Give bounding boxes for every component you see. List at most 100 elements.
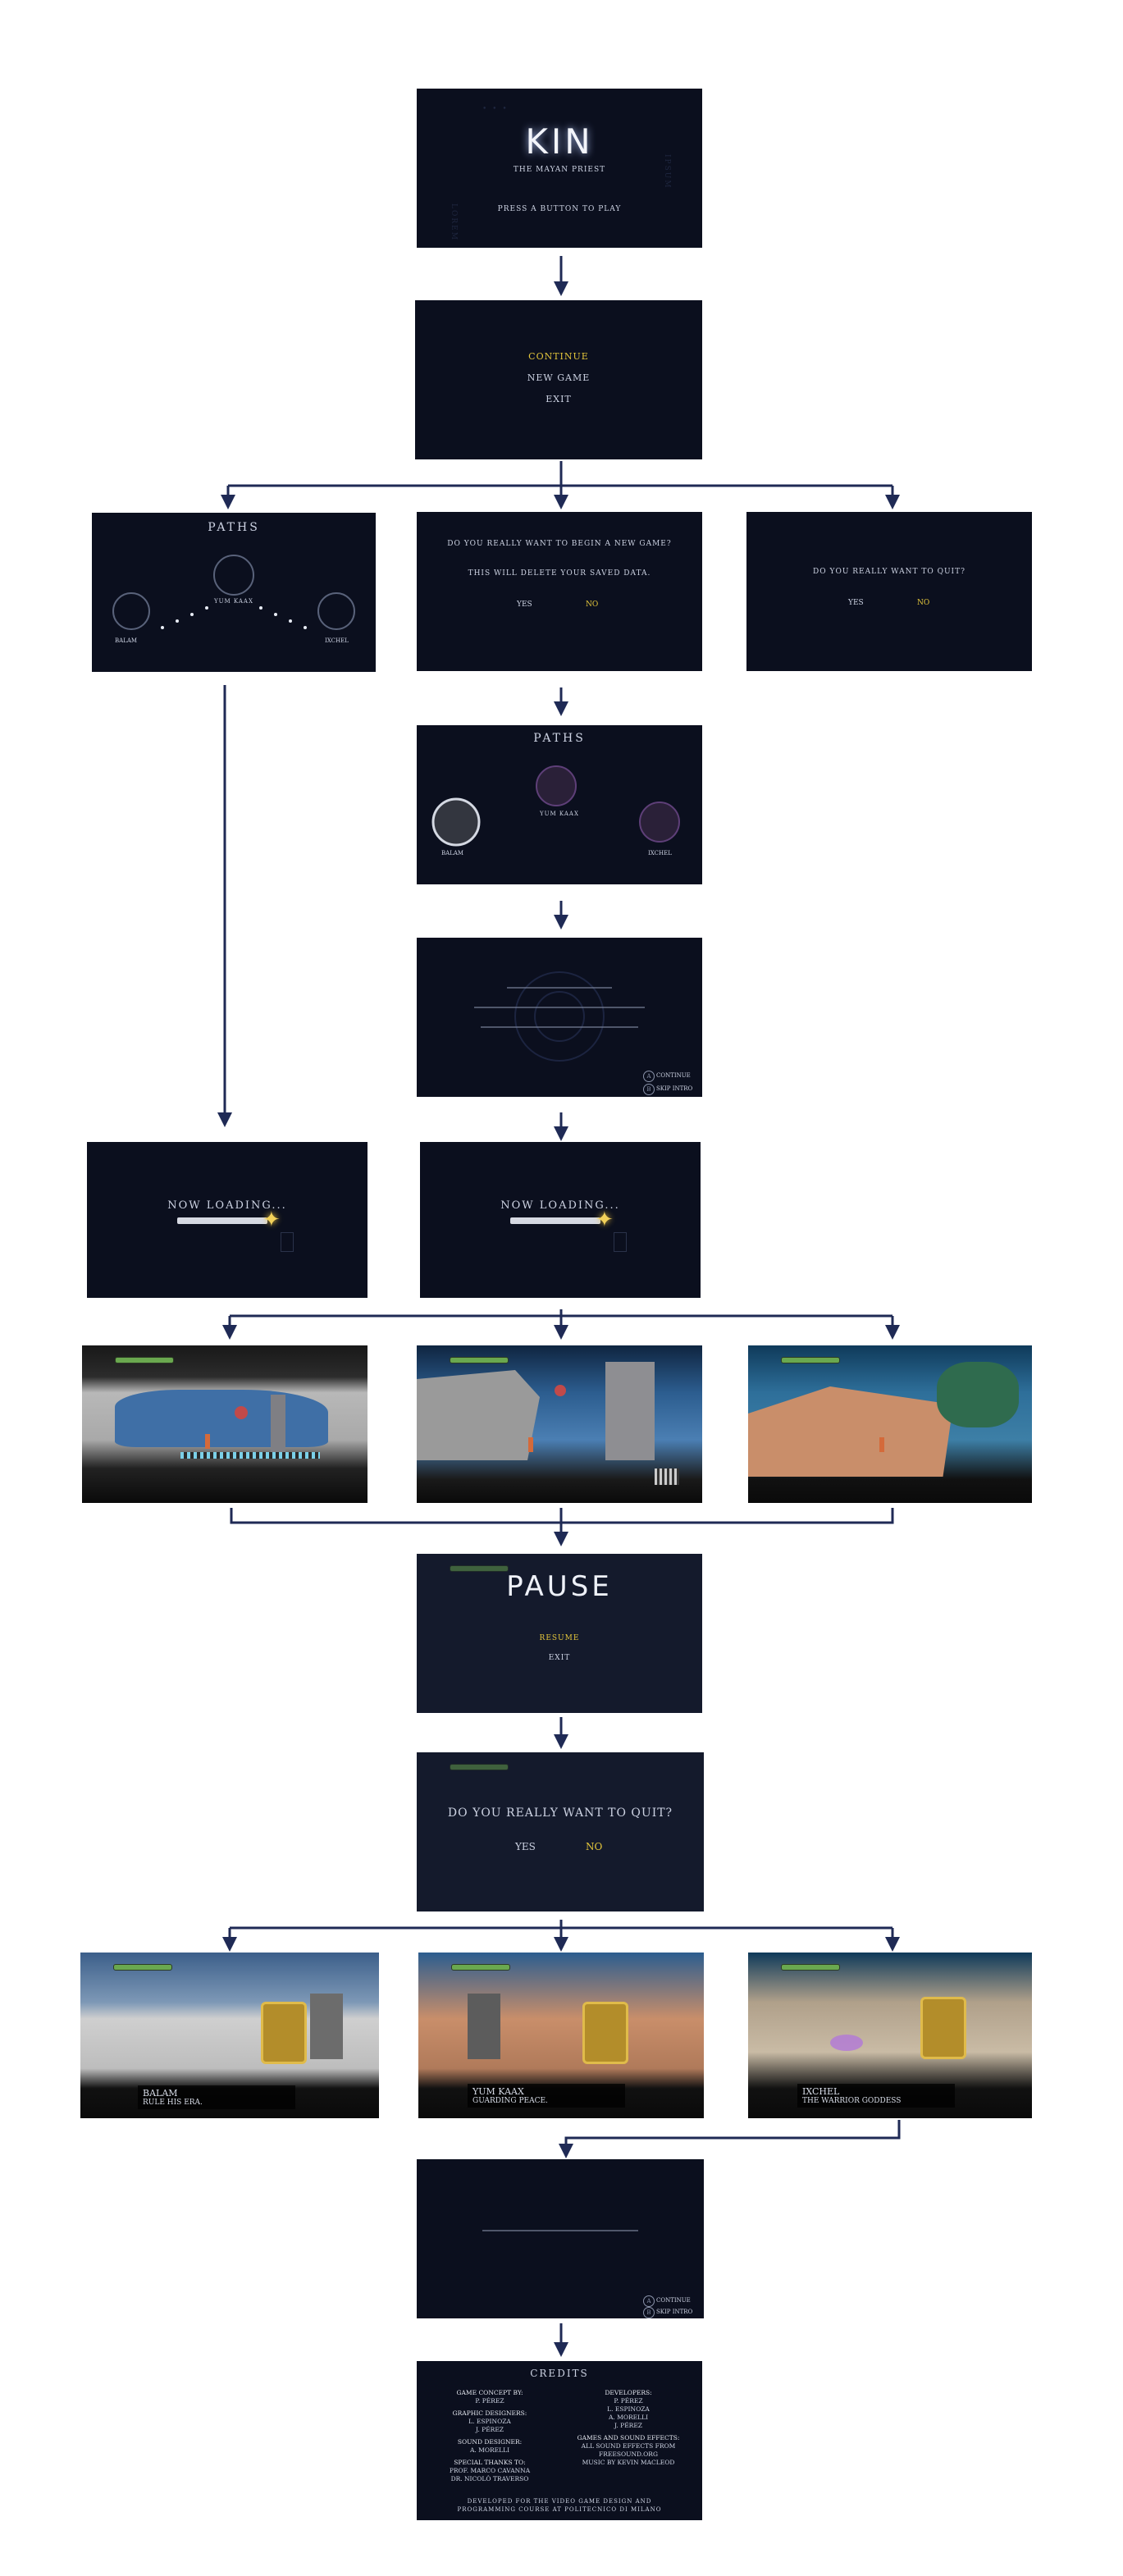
loading-spark-icon: ✦ — [596, 1208, 614, 1232]
title-screen[interactable]: • • • LOREM IPSUM KIN THE MAYAN PRIEST P… — [417, 89, 702, 248]
new-game-no-button[interactable]: NO — [586, 601, 599, 609]
loading-idol — [281, 1232, 294, 1252]
new-game-question: DO YOU REALLY WANT TO BEGIN A NEW GAME? — [447, 540, 672, 548]
a-button-icon: A — [643, 2295, 655, 2307]
golden-door — [582, 2002, 628, 2064]
crystals-floor — [180, 1452, 320, 1459]
credits-value: P. PÉREZ — [475, 2397, 504, 2405]
health-bar — [115, 1357, 174, 1363]
loading-screen-new: NOW LOADING... ✦ — [420, 1142, 701, 1298]
player-character — [205, 1434, 210, 1449]
a-button-icon: A — [643, 1071, 655, 1082]
intro-continue-button[interactable]: CONTINUE — [656, 1072, 691, 1079]
pillar — [271, 1395, 285, 1452]
ending-caption: IXCHEL THE WARRIOR GODDESS — [797, 2084, 955, 2108]
outro-story-line — [482, 2230, 638, 2231]
outro-skip-button[interactable]: SKIP INTRO — [656, 2309, 693, 2315]
paths-menu-continue: PATHS YUM KAAX BALAM IXCHEL — [92, 513, 376, 672]
health-bar — [113, 1964, 172, 1971]
golden-door — [261, 2002, 307, 2064]
pause-exit-button[interactable]: EXIT — [548, 1654, 571, 1662]
credits-value: ALL SOUND EFFECTS FROM FREESOUND.ORG MUS… — [581, 2442, 676, 2466]
intro-skip-button[interactable]: SKIP INTRO — [656, 1085, 693, 1092]
health-bar — [781, 1964, 840, 1971]
loading-idol — [614, 1232, 627, 1252]
quit-game-no-button[interactable]: NO — [586, 1841, 603, 1852]
ending-subtitle: GUARDING PEACE. — [472, 2097, 548, 2105]
credits-value: A. MORELLI — [469, 2446, 510, 2454]
outro-continue-button[interactable]: CONTINUE — [656, 2297, 691, 2304]
health-bar — [450, 1357, 509, 1363]
credits-value: PROF. MARCO CAVANNA DR. NICOLÒ TRAVERSO — [449, 2467, 531, 2482]
ending-yum-kaax: YUM KAAX GUARDING PEACE. — [418, 1953, 704, 2118]
new-game-button[interactable]: NEW GAME — [527, 372, 591, 383]
pause-title: PAUSE — [506, 1570, 613, 1603]
credits-heading: GRAPHIC DESIGNERS: — [452, 2409, 527, 2417]
credits-title: CREDITS — [530, 2368, 589, 2379]
quit-yes-button[interactable]: YES — [848, 599, 864, 607]
gameplay-ixchel[interactable] — [748, 1345, 1032, 1503]
ending-name: BALAM — [143, 2088, 178, 2099]
credits-heading: DEVELOPERS: — [605, 2389, 652, 2396]
ending-caption: BALAM RULE HIS ERA. — [138, 2085, 295, 2109]
credits-heading: SPECIAL THANKS TO: — [454, 2459, 526, 2466]
enemy-orb — [235, 1406, 248, 1419]
path-ixchel-label[interactable]: IXCHEL — [325, 637, 349, 644]
path-balam-label[interactable]: BALAM — [115, 637, 138, 644]
paths-new-title: PATHS — [533, 732, 586, 745]
quit-confirm-game: DO YOU REALLY WANT TO QUIT? YES NO — [417, 1752, 704, 1911]
b-button-icon: B — [643, 2307, 655, 2318]
player-character — [528, 1437, 533, 1452]
ending-ixchel: IXCHEL THE WARRIOR GODDESS — [748, 1953, 1032, 2118]
ixchel-medallion — [317, 592, 355, 630]
stone-totem — [310, 1994, 343, 2059]
path-yum-kaax-label[interactable]: YUM KAAX — [214, 598, 253, 605]
credits-screen: CREDITS GAME CONCEPT BY: P. PÉREZ GRAPHI… — [417, 2361, 702, 2520]
balam-medallion — [112, 592, 150, 630]
canyon-rock — [748, 1386, 953, 1477]
loading-text: NOW LOADING... — [500, 1199, 620, 1212]
outro-screen: A CONTINUE B SKIP INTRO — [417, 2159, 704, 2318]
paths-menu-new: PATHS YUM KAAX BALAM IXCHEL — [417, 725, 702, 884]
game-subtitle: THE MAYAN PRIEST — [513, 166, 606, 174]
ending-caption: YUM KAAX GUARDING PEACE. — [468, 2084, 625, 2108]
exit-button[interactable]: EXIT — [546, 394, 572, 404]
paths-new-medallions — [431, 765, 680, 847]
ending-name: YUM KAAX — [472, 2086, 524, 2097]
gameplay-yum-kaax[interactable] — [417, 1345, 702, 1503]
quit-confirm-menu: DO YOU REALLY WANT TO QUIT? YES NO — [746, 512, 1032, 671]
credits-right-column: DEVELOPERS: P. PÉREZ L. ESPINOZA A. MORE… — [564, 2389, 692, 2467]
quit-no-button[interactable]: NO — [917, 599, 930, 607]
health-bar — [450, 1565, 509, 1572]
ending-subtitle: RULE HIS ERA. — [143, 2099, 203, 2107]
quit-game-question: DO YOU REALLY WANT TO QUIT? — [447, 1806, 673, 1820]
path-yum-kaax-label[interactable]: YUM KAAX — [540, 811, 579, 817]
paths-dots — [112, 555, 355, 630]
new-game-warning: THIS WILL DELETE YOUR SAVED DATA. — [468, 569, 651, 578]
main-menu: CONTINUE NEW GAME EXIT — [415, 300, 702, 459]
cave-water — [115, 1390, 328, 1447]
intro-screen: A CONTINUE B SKIP INTRO — [417, 938, 702, 1097]
yum-kaax-medallion — [536, 765, 577, 806]
continue-button[interactable]: CONTINUE — [528, 351, 589, 362]
ending-subtitle: THE WARRIOR GODDESS — [802, 2097, 902, 2105]
quit-game-yes-button[interactable]: YES — [515, 1841, 536, 1852]
jungle-foliage — [937, 1362, 1019, 1427]
path-balam-label[interactable]: BALAM — [441, 850, 464, 856]
enemy-orb — [555, 1385, 566, 1396]
path-ixchel-label[interactable]: IXCHEL — [648, 850, 672, 856]
credits-value: P. PÉREZ L. ESPINOZA A. MORELLI J. PÉREZ — [607, 2397, 650, 2429]
gameplay-balam[interactable] — [82, 1345, 367, 1503]
purple-flames — [830, 2035, 863, 2051]
ixchel-medallion — [639, 802, 680, 843]
new-game-confirm: DO YOU REALLY WANT TO BEGIN A NEW GAME? … — [417, 512, 702, 671]
quit-question: DO YOU REALLY WANT TO QUIT? — [813, 568, 966, 576]
loading-bar — [510, 1217, 600, 1224]
credits-value: L. ESPINOZA J. PÉREZ — [468, 2418, 511, 2433]
health-bar — [450, 1764, 509, 1770]
b-button-icon: B — [643, 1084, 655, 1095]
new-game-yes-button[interactable]: YES — [517, 601, 532, 609]
loading-bar — [177, 1217, 267, 1224]
resume-button[interactable]: RESUME — [539, 1634, 580, 1642]
